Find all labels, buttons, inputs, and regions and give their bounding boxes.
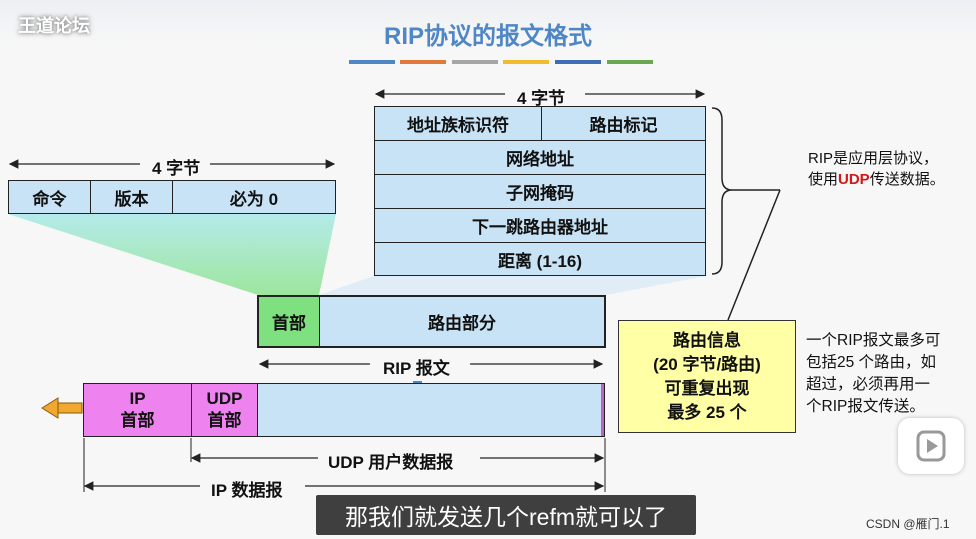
route-info-line: (20 字节/路由) — [653, 355, 761, 374]
rip-header-box: 命令 版本 必为 0 — [8, 180, 336, 214]
title-stripe — [452, 60, 498, 64]
ip-datagram-label: IP 数据报 — [205, 476, 289, 501]
entry-size-label: 4 字节 — [511, 84, 572, 109]
title-stripe — [349, 60, 395, 64]
note-line: RIP是应用层协议， — [808, 150, 939, 167]
route-expansion-fan — [319, 276, 706, 295]
note-line: 包括25 个路由，如 — [806, 354, 937, 371]
route-tag-field: 路由标记 — [589, 116, 658, 135]
limit-note: 一个RIP报文最多可 包括25 个路由，如 超过，必须再用一 个RIP报文传送。 — [806, 330, 968, 418]
route-info-box: 路由信息 (20 字节/路由) 可重复出现 最多 25 个 — [618, 320, 796, 433]
slide-title: RIP协议的报文格式 — [383, 23, 592, 50]
udp-data-cell — [258, 384, 604, 436]
header-size-label: 4 字节 — [146, 154, 207, 179]
title-stripe — [555, 60, 601, 64]
left-arrow — [41, 397, 59, 419]
protocol-note: RIP是应用层协议， 使用UDP传送数据。 — [808, 148, 945, 190]
play-button[interactable] — [898, 418, 964, 474]
header-expansion-fan — [8, 214, 336, 295]
routing-part-cell: 路由部分 — [428, 314, 496, 333]
video-subtitle: 那我们就发送几个refm就可以了 — [316, 495, 696, 535]
route-brace — [711, 107, 733, 275]
note-line: 个RIP报文传送。 — [806, 398, 925, 415]
rip-header-cell: 首部 — [259, 297, 320, 346]
watermark: CSDN @雁门.1 — [866, 517, 950, 531]
zero-field: 必为 0 — [229, 189, 279, 209]
rip-packet-label: RIP 报文 — [377, 354, 456, 379]
command-field: 命令 — [9, 181, 91, 213]
play-icon — [916, 430, 946, 462]
route-entry-row: 地址族标识符 路由标记 — [375, 107, 705, 141]
note-line: 一个RIP报文最多可 — [806, 332, 941, 349]
title-stripe — [503, 60, 549, 64]
next-hop-field: 下一跳路由器地址 — [375, 209, 705, 243]
note-line: 使用UDP传送数据。 — [808, 171, 945, 188]
top-bar — [0, 0, 976, 42]
forum-logo: 王道论坛 — [18, 16, 90, 36]
note-line: 超过，必须再用一 — [806, 376, 931, 393]
distance-field: 距离 (1-16) — [497, 251, 583, 271]
title-stripe — [607, 60, 653, 64]
route-info-line: 路由信息 — [673, 331, 741, 350]
version-field: 版本 — [91, 181, 173, 213]
rip-packet: 首部 路由部分 — [257, 295, 606, 348]
route-entry-table: 地址族标识符 路由标记 网络地址 子网掩码 下一跳路由器地址 距离 (1-16) — [374, 106, 706, 276]
network-address-field: 网络地址 — [375, 141, 705, 175]
title-stripe — [400, 60, 446, 64]
udp-datagram-label: UDP 用户数据报 — [322, 448, 460, 473]
subnet-mask-field: 子网掩码 — [375, 175, 705, 209]
route-info-line: 可重复出现 — [664, 379, 750, 398]
route-info-line: 最多 25 个 — [667, 403, 747, 422]
address-family-field: 地址族标识符 — [375, 107, 542, 140]
